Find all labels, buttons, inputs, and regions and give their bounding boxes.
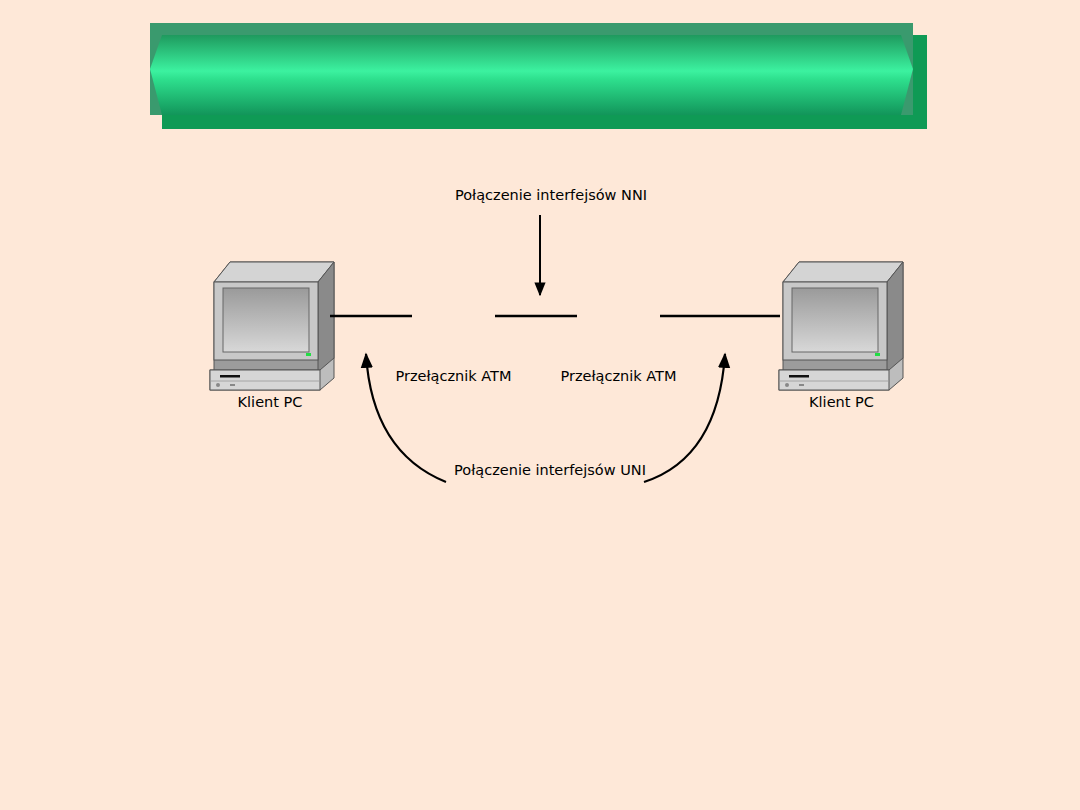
node-label: Klient PC (809, 393, 874, 412)
interface-label: Połączenie interfejsów UNI (450, 461, 650, 480)
network-link (330, 315, 412, 318)
network-link (495, 315, 577, 318)
pc-icon (779, 262, 903, 390)
node-label: Przełącznik ATM (396, 367, 512, 386)
nni-pointer (539, 215, 541, 295)
node-label: Klient PC (238, 393, 303, 412)
interface-label: Połączenie interfejsów NNI (455, 186, 647, 205)
banner-frame (150, 23, 913, 115)
node-label: Przełącznik ATM (561, 367, 677, 386)
network-link (660, 315, 780, 318)
atm-switch: Przełącznik ATM (577, 290, 660, 342)
atm-switch: Przełącznik ATM (412, 290, 495, 342)
client-pc: Klient PC (780, 262, 903, 390)
pc-icon (210, 262, 334, 390)
banner-bevel (150, 35, 913, 115)
client-pc: Klient PC (210, 262, 330, 390)
